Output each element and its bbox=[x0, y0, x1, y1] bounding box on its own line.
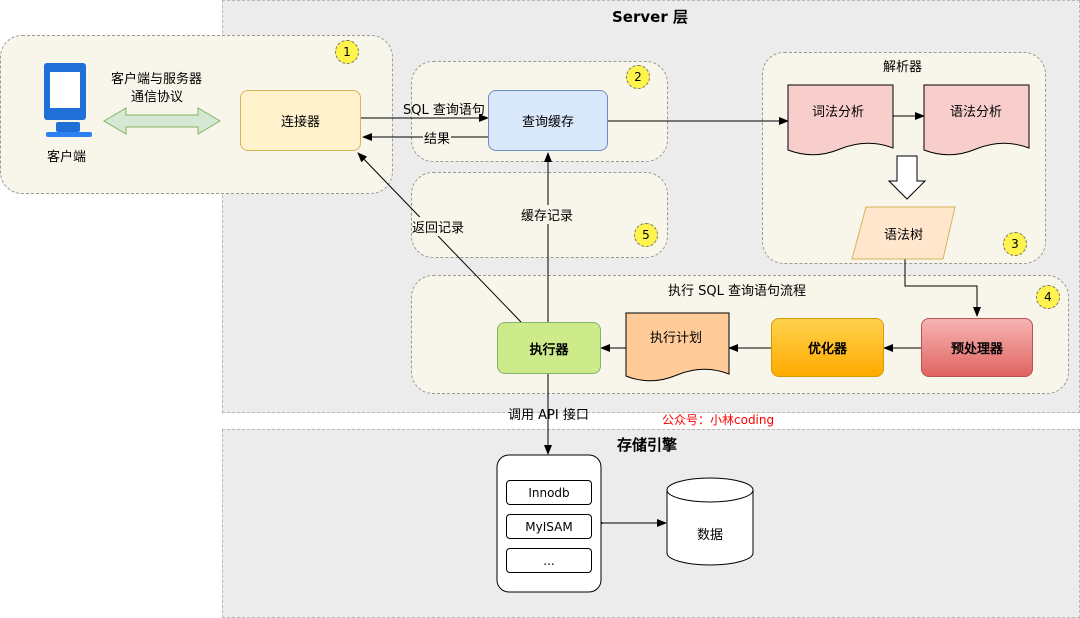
syntax-shape bbox=[923, 84, 1030, 156]
return-record-label: 返回记录 bbox=[412, 217, 465, 236]
watermark-text: 公众号：小林coding bbox=[662, 413, 775, 427]
query-cache-box: 查询缓存 bbox=[488, 90, 608, 151]
lexical-shape bbox=[787, 84, 894, 156]
badge-5: 5 bbox=[634, 223, 658, 247]
edge-executor-to-connector bbox=[357, 152, 522, 323]
syntax-label: 语法分析 bbox=[950, 105, 1003, 120]
edge-tree-to-preprocessor bbox=[904, 259, 981, 317]
engine-myisam: MyISAM bbox=[506, 514, 592, 539]
badge-4: 4 bbox=[1036, 285, 1060, 309]
sql-query-label: SQL 查询语句 bbox=[403, 103, 485, 118]
data-label: 数据 bbox=[697, 528, 724, 543]
parser-title: 解析器 bbox=[883, 60, 923, 75]
protocol-arrow bbox=[103, 107, 221, 135]
optimizer-box: 优化器 bbox=[771, 318, 884, 377]
exec-plan-shape bbox=[625, 312, 730, 382]
engine-more: ... bbox=[506, 548, 592, 573]
cache-record-label: 缓存记录 bbox=[521, 205, 574, 224]
result-label: 结果 bbox=[423, 128, 452, 147]
preprocessor-box: 预处理器 bbox=[921, 318, 1033, 377]
syntax-tree-label: 语法树 bbox=[884, 228, 924, 243]
data-cylinder bbox=[666, 477, 754, 566]
exec-plan-label: 执行计划 bbox=[650, 331, 703, 346]
connector-box: 连接器 bbox=[240, 90, 361, 151]
server-layer-title: Server 层 bbox=[612, 8, 688, 26]
client-label: 客户端 bbox=[47, 150, 87, 165]
executor-box: 执行器 bbox=[497, 322, 601, 374]
badge-2: 2 bbox=[626, 65, 650, 89]
execution-flow-title: 执行 SQL 查询语句流程 bbox=[668, 284, 806, 299]
syntax-tree-shape bbox=[851, 206, 956, 260]
badge-3: 3 bbox=[1003, 232, 1027, 256]
computer-icon bbox=[44, 63, 92, 137]
call-api-label: 调用 API 接口 bbox=[508, 408, 589, 423]
engine-innodb: Innodb bbox=[506, 480, 592, 505]
down-hollow-arrow bbox=[887, 155, 927, 200]
cache-record-group bbox=[411, 172, 668, 258]
storage-layer-title: 存储引擎 bbox=[617, 436, 678, 454]
badge-1: 1 bbox=[335, 40, 359, 64]
lexical-label: 词法分析 bbox=[812, 105, 865, 120]
protocol-label-line2: 通信协议 bbox=[131, 90, 184, 105]
protocol-label-line1: 客户端与服务器 bbox=[111, 72, 203, 87]
